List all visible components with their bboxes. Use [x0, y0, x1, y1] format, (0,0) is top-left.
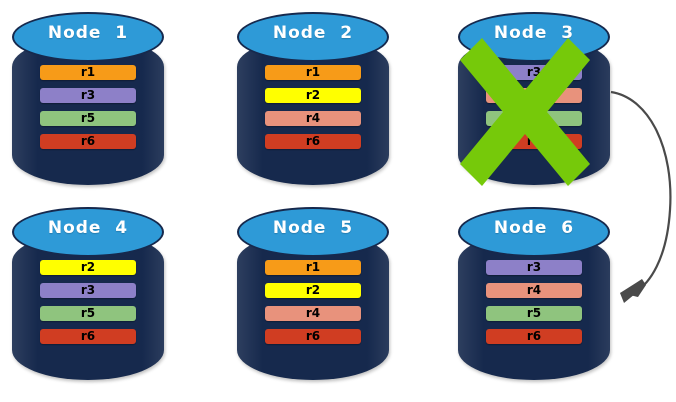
record-bar[interactable]: r2	[265, 88, 361, 103]
record-bar-list: r1 r2 r4 r6	[265, 260, 361, 352]
record-bar[interactable]: r3	[40, 283, 136, 298]
cylinder-top-disc	[237, 207, 389, 257]
node-title: Node 3	[493, 23, 575, 43]
record-bar[interactable]: r3	[40, 88, 136, 103]
record-bar[interactable]: r4	[265, 111, 361, 126]
record-bar-list: r3 r4 r5 r6	[486, 260, 582, 352]
record-label: r1	[80, 65, 96, 79]
record-bar-list: r3 r4 r5 r6	[486, 65, 582, 157]
record-bar[interactable]: r6	[486, 329, 582, 344]
record-label: r4	[526, 88, 542, 102]
record-label: r5	[526, 306, 542, 320]
node-title: Node 6	[493, 218, 575, 238]
record-label: r3	[80, 283, 96, 297]
storage-node-3[interactable]: Node 3 r3 r4 r5 r6	[458, 12, 610, 185]
record-bar[interactable]: r4	[486, 88, 582, 103]
record-label: r6	[80, 134, 96, 148]
record-bar[interactable]: r1	[265, 260, 361, 275]
storage-node-4[interactable]: Node 4 r2 r3 r5 r6	[12, 207, 164, 380]
cylinder-top-disc	[12, 12, 164, 62]
record-bar[interactable]: r1	[40, 65, 136, 80]
record-bar[interactable]: r6	[40, 134, 136, 149]
storage-node-2[interactable]: Node 2 r1 r2 r4 r6	[237, 12, 389, 185]
record-bar[interactable]: r6	[265, 134, 361, 149]
record-bar[interactable]: r5	[486, 306, 582, 321]
record-bar[interactable]: r6	[40, 329, 136, 344]
record-bar[interactable]: r2	[265, 283, 361, 298]
node-title: Node 1	[47, 23, 129, 43]
record-label: r2	[80, 260, 96, 274]
record-bar[interactable]: r6	[265, 329, 361, 344]
record-label: r1	[305, 260, 321, 274]
record-label: r5	[526, 111, 542, 125]
record-label: r4	[305, 111, 321, 125]
record-label: r6	[80, 329, 96, 343]
record-label: r5	[80, 111, 96, 125]
record-bar[interactable]: r2	[40, 260, 136, 275]
storage-node-6[interactable]: Node 6 r3 r4 r5 r6	[458, 207, 610, 380]
record-bar[interactable]: r5	[40, 306, 136, 321]
record-bar[interactable]: r5	[486, 111, 582, 126]
cylinder-top-disc	[458, 207, 610, 257]
cylinder-top-disc	[12, 207, 164, 257]
node-title: Node 2	[272, 23, 354, 43]
record-bar[interactable]: r3	[486, 65, 582, 80]
record-label: r2	[305, 88, 321, 102]
record-label: r3	[526, 65, 542, 79]
record-label: r6	[305, 134, 321, 148]
record-label: r5	[80, 306, 96, 320]
node-title: Node 5	[272, 218, 354, 238]
record-label: r4	[305, 306, 321, 320]
record-bar-list: r1 r3 r5 r6	[40, 65, 136, 157]
record-bar-list: r1 r2 r4 r6	[265, 65, 361, 157]
storage-node-1[interactable]: Node 1 r1 r3 r5 r6	[12, 12, 164, 185]
storage-node-5[interactable]: Node 5 r1 r2 r4 r6	[237, 207, 389, 380]
record-bar-list: r2 r3 r5 r6	[40, 260, 136, 352]
record-bar[interactable]: r5	[40, 111, 136, 126]
record-label: r3	[80, 88, 96, 102]
record-label: r6	[526, 329, 542, 343]
record-bar[interactable]: r1	[265, 65, 361, 80]
record-label: r3	[526, 260, 542, 274]
record-label: r6	[305, 329, 321, 343]
record-bar[interactable]: r3	[486, 260, 582, 275]
record-label: r2	[305, 283, 321, 297]
node-title: Node 4	[47, 218, 129, 238]
record-bar[interactable]: r6	[486, 134, 582, 149]
cylinder-top-disc	[237, 12, 389, 62]
record-bar[interactable]: r4	[265, 306, 361, 321]
record-bar[interactable]: r4	[486, 283, 582, 298]
record-label: r1	[305, 65, 321, 79]
record-label: r4	[526, 283, 542, 297]
record-label: r6	[526, 134, 542, 148]
